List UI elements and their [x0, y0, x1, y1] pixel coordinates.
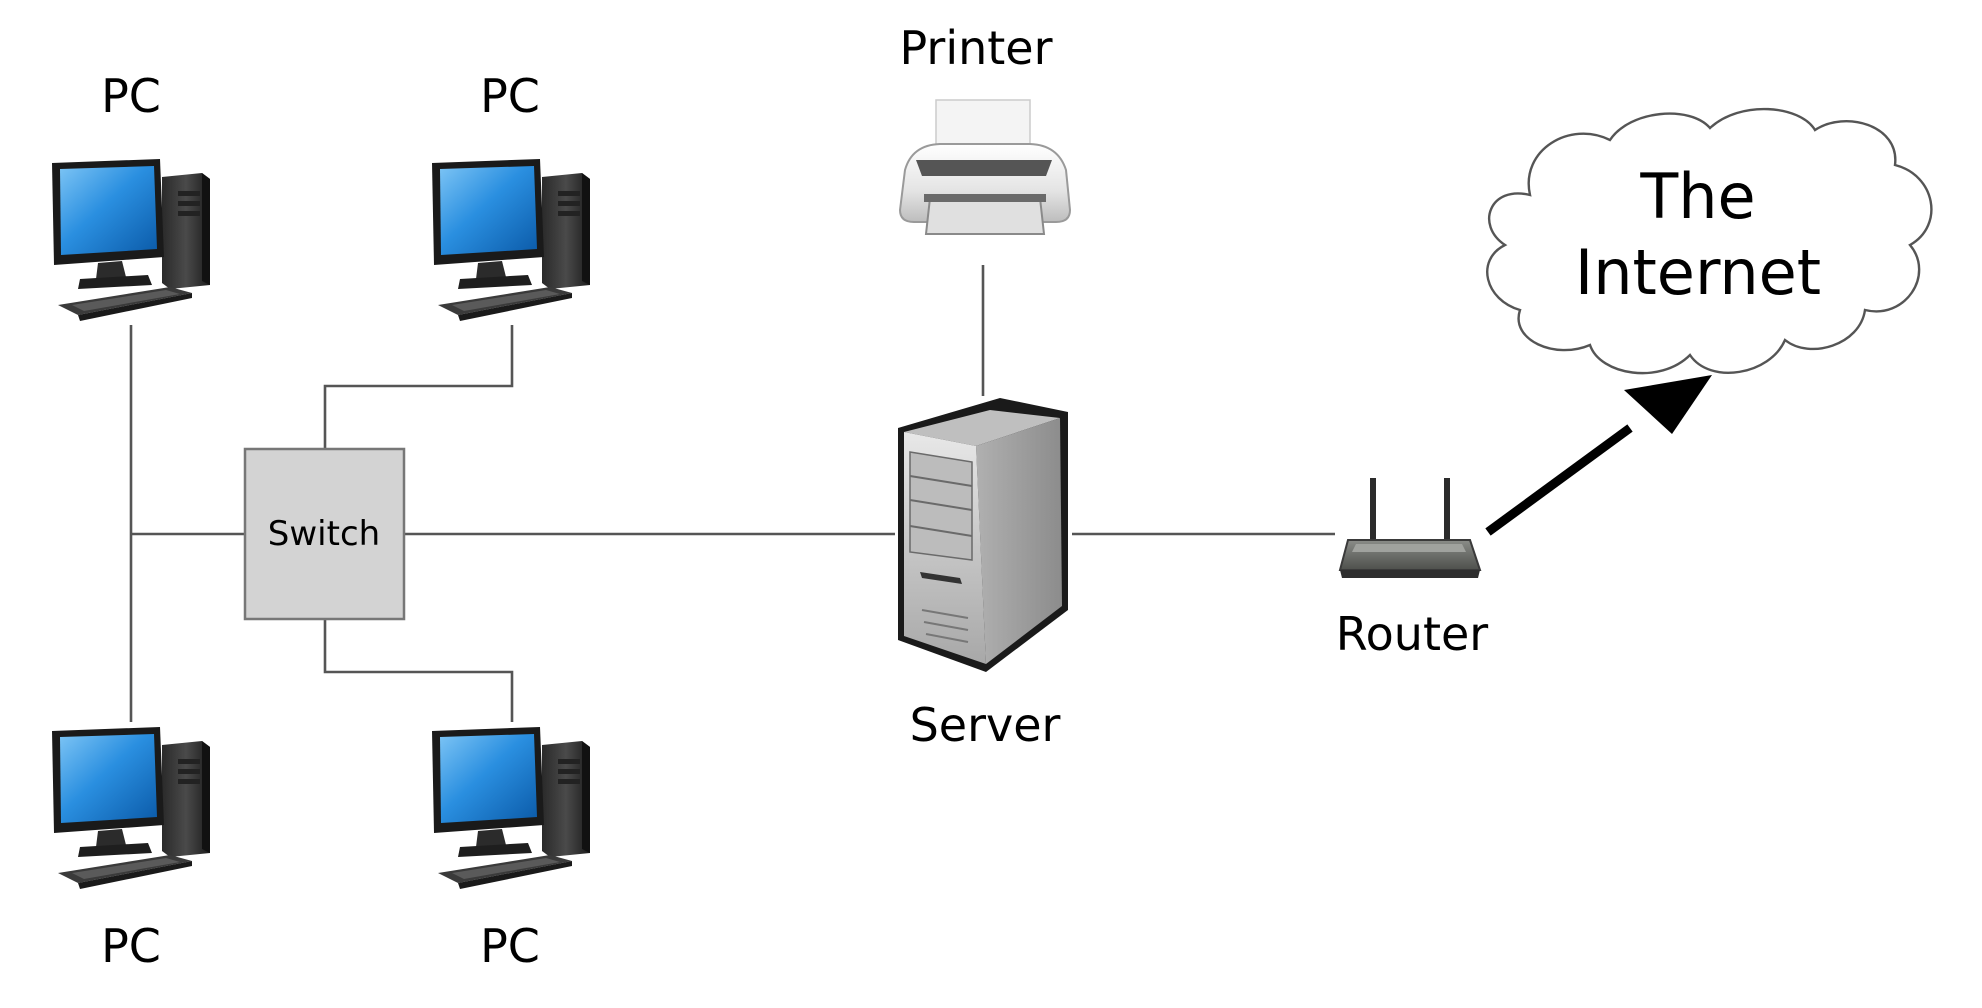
arrow-shaft: [1485, 424, 1633, 536]
server: Server: [898, 398, 1068, 752]
pc-bottom-right-label: PC: [480, 919, 540, 973]
computer-icon: [52, 727, 210, 889]
router-label: Router: [1336, 607, 1489, 661]
pc-top-right: PC: [432, 69, 590, 321]
computer-icon: [432, 727, 590, 889]
server-icon: [898, 398, 1068, 672]
printer-icon: [898, 99, 1072, 235]
router-icon: [1338, 478, 1482, 578]
wire-switch-to-pc-bottom-right: [323, 619, 514, 722]
cloud-icon: [1486, 107, 1933, 375]
pc-bottom-left: PC: [52, 727, 210, 973]
switch-label: Switch: [268, 514, 380, 554]
router-to-internet-arrow: [1485, 375, 1712, 536]
switch-box: [243, 447, 406, 621]
printer: Printer: [898, 21, 1072, 235]
internet-label-line2: Internet: [1575, 236, 1821, 309]
internet-label-line1: The: [1639, 160, 1755, 233]
pc-bottom-left-label: PC: [101, 919, 161, 973]
pc-top-right-label: PC: [480, 69, 540, 123]
arrow-head: [1624, 375, 1712, 434]
wire-switch-to-pc-top-right: [323, 325, 514, 449]
computer-icon: [432, 159, 590, 321]
pc-bottom-right: PC: [432, 727, 590, 973]
computer-icon: [52, 159, 210, 321]
switch: Switch: [243, 447, 406, 621]
router: Router: [1336, 478, 1489, 661]
server-label: Server: [910, 698, 1061, 752]
pc-top-left-label: PC: [101, 69, 161, 123]
printer-label: Printer: [899, 21, 1052, 75]
pc-top-left: PC: [52, 69, 210, 321]
internet-cloud: The Internet: [1486, 107, 1933, 375]
connections: [129, 265, 1335, 722]
